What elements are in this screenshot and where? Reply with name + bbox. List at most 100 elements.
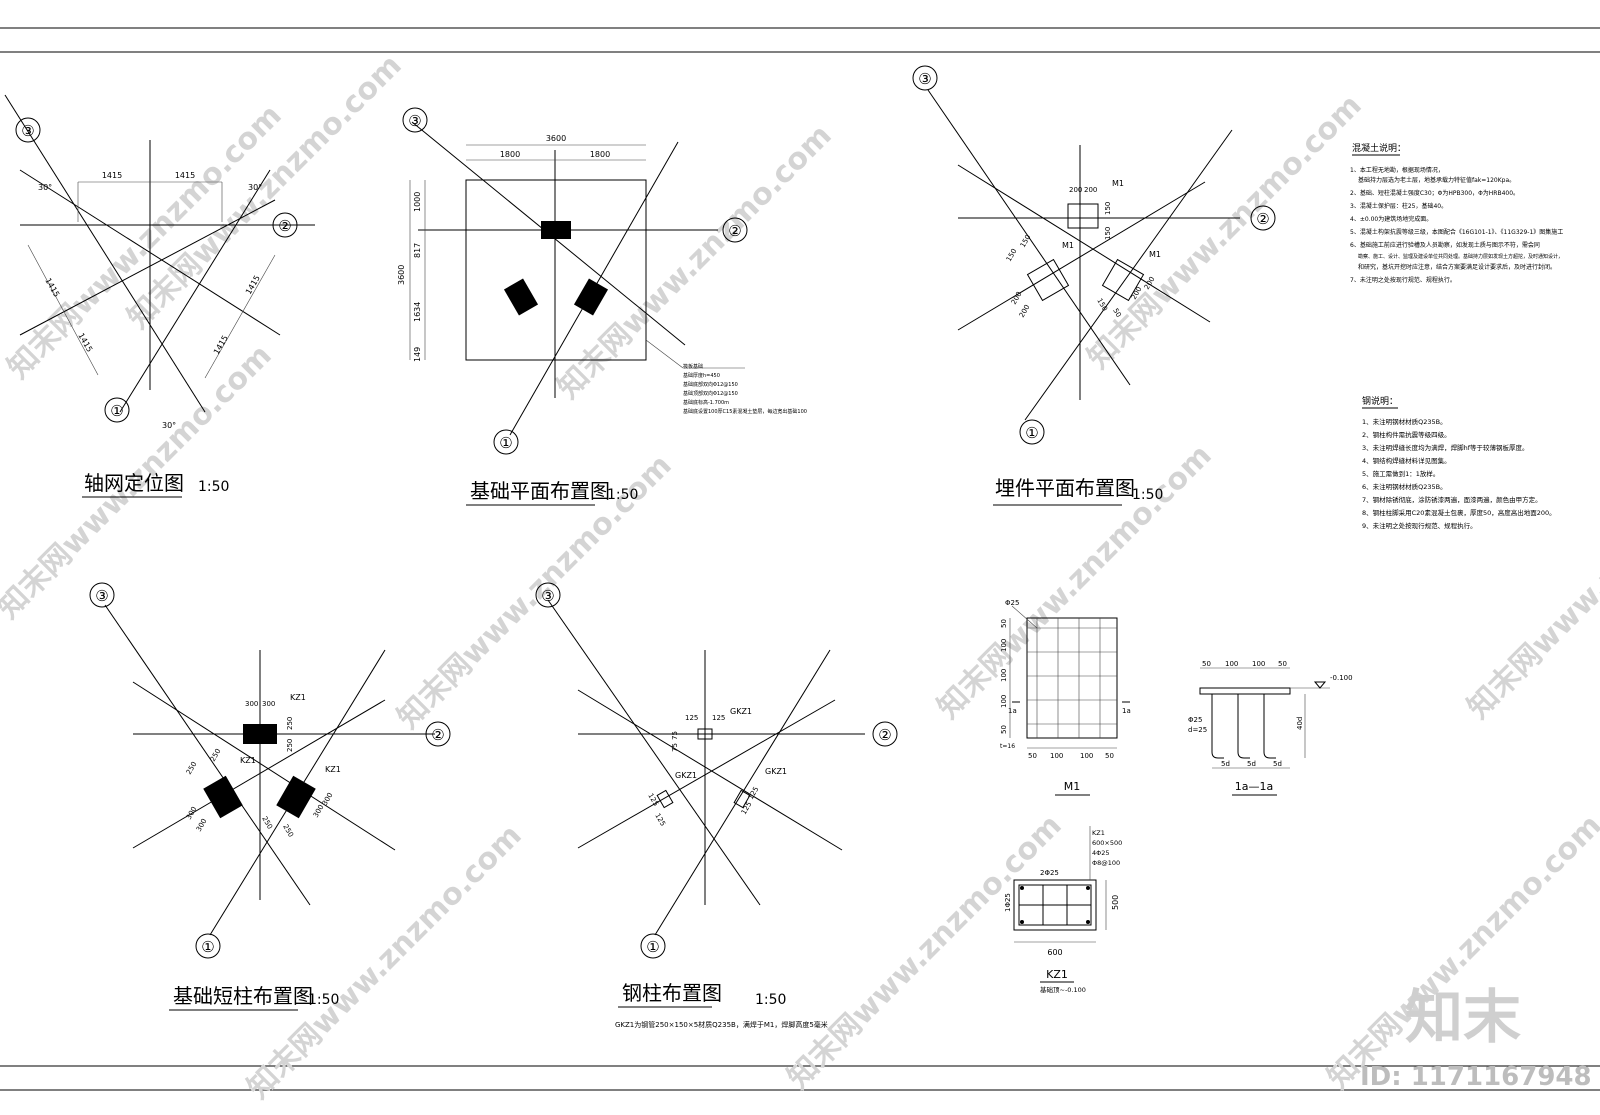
brand-logo: 知末 (1405, 983, 1521, 1051)
svg-text:150: 150 (1104, 227, 1112, 240)
steel-column (697, 728, 713, 740)
m1-title: M1 (1064, 780, 1081, 793)
svg-text:②: ② (431, 726, 444, 744)
svg-text:1415: 1415 (212, 334, 230, 356)
svg-text:②: ② (1256, 210, 1269, 228)
svg-text:1415: 1415 (43, 277, 61, 299)
svg-text:817: 817 (413, 243, 422, 258)
short-column-plan-title: 基础短柱布置图 (173, 984, 313, 1008)
svg-text:基础底部双向Φ12@150: 基础底部双向Φ12@150 (683, 381, 738, 388)
svg-text:100: 100 (1252, 660, 1265, 668)
svg-text:③: ③ (21, 122, 34, 140)
svg-text:100: 100 (1000, 695, 1008, 708)
embed-plan-drawing: ③ ② ① M1 M1 M1 200 200 150 150 150 150 2… (912, 65, 1276, 506)
short-column-plan-drawing: ③ ② ① KZ1 KZ1 KZ1 300 300 250 250 250 25… (89, 582, 451, 1011)
svg-text:50: 50 (1278, 660, 1287, 668)
svg-text:150: 150 (1095, 297, 1109, 313)
svg-text:基础持力层选为老土层，地基承载力特征值fak=120Kpa。: 基础持力层选为老土层，地基承载力特征值fak=120Kpa。 (1358, 176, 1515, 184)
svg-text:1415: 1415 (102, 171, 122, 180)
1a-plate (1199, 687, 1291, 695)
svg-text:6、基础施工前应进行验槽及人员勘察，如发现土质与图示不符，需: 6、基础施工前应进行验槽及人员勘察，如发现土质与图示不符，需会同 (1350, 241, 1540, 249)
svg-text:基础底设置100厚C15素混凝土垫层，每边宽出基础100: 基础底设置100厚C15素混凝土垫层，每边宽出基础100 (683, 408, 807, 415)
svg-text:600: 600 (1047, 948, 1062, 957)
svg-text:M1: M1 (1112, 179, 1124, 188)
steel-column-note: GKZ1为钢管250×150×5材质Q235B，满焊于M1，焊脚高度5毫米 (615, 1020, 828, 1029)
svg-text:和研究，基坑开挖时应注意，结合方案要满足设计要求后，及时进行: 和研究，基坑开挖时应注意，结合方案要满足设计要求后，及时进行封闭。 (1358, 263, 1556, 271)
axis-bubble-3 (535, 582, 561, 608)
svg-text:50: 50 (1028, 752, 1037, 760)
column-block (503, 278, 539, 316)
svg-text:②: ② (878, 726, 891, 744)
detail-kz1: 2Φ25 1Φ25 KZ1 600×500 4Φ25 Φ8@100 600 50… (1004, 826, 1122, 994)
embed-plate (1026, 258, 1070, 302)
axis-bubble-2 (722, 217, 748, 243)
svg-text:GKZ1: GKZ1 (765, 767, 787, 776)
svg-text:基础顶部双向Φ12@150: 基础顶部双向Φ12@150 (683, 390, 738, 397)
axis-bubble-3 (15, 117, 41, 143)
1a-title: 1a—1a (1235, 780, 1273, 793)
svg-text:200: 200 (1018, 303, 1032, 319)
svg-text:125: 125 (685, 714, 698, 722)
svg-text:250: 250 (209, 747, 223, 763)
svg-text:①: ① (499, 434, 512, 452)
svg-text:知末网www.znzmo.com: 知末网www.znzmo.com (551, 118, 839, 406)
svg-text:Φ25: Φ25 (1005, 599, 1019, 607)
axis-bubble-2 (272, 212, 298, 238)
svg-text:1415: 1415 (175, 171, 195, 180)
detail-1a-section: 50 100 100 50 -0.100 40d Φ25 d=25 5d 5d … (1188, 660, 1353, 796)
svg-text:KZ1: KZ1 (290, 693, 306, 702)
column-block (573, 278, 609, 316)
svg-text:1800: 1800 (500, 150, 520, 159)
svg-text:250: 250 (185, 760, 199, 776)
svg-text:200: 200 (1069, 186, 1082, 194)
svg-text:5、施工需做到1：1放样。: 5、施工需做到1：1放样。 (1362, 469, 1439, 478)
m1-plate (1026, 617, 1118, 739)
svg-text:5d: 5d (1273, 760, 1282, 768)
svg-text:125: 125 (653, 812, 667, 828)
svg-text:KZ1: KZ1 (240, 756, 256, 765)
svg-text:知末网www.znzmo.com: 知末网www.znzmo.com (781, 808, 1069, 1096)
svg-text:5d: 5d (1221, 760, 1230, 768)
svg-text:3600: 3600 (546, 134, 566, 143)
svg-text:①: ① (1025, 424, 1038, 442)
svg-text:200: 200 (1010, 290, 1024, 306)
svg-text:①: ① (201, 938, 214, 956)
svg-text:知末网www.znzmo.com: 知末网www.znzmo.com (1081, 88, 1369, 376)
svg-text:1Φ25: 1Φ25 (1004, 893, 1012, 912)
svg-text:125: 125 (740, 800, 754, 816)
svg-text:7、钢材除锈彻底，涂防锈漆两遍，面漆两遍，颜色由甲方定。: 7、钢材除锈彻底，涂防锈漆两遍，面漆两遍，颜色由甲方定。 (1362, 495, 1542, 504)
grid-line-1 (119, 169, 271, 413)
axis-bubble-1 (640, 933, 666, 959)
steel-column-plan-drawing: ③ ② ① GKZ1 GKZ1 GKZ1 125 125 75 75 125 1… (535, 582, 898, 1029)
svg-text:40d: 40d (1296, 717, 1304, 730)
axis-bubble-1 (195, 933, 221, 959)
embed-plate (1067, 203, 1099, 229)
svg-text:100: 100 (1000, 639, 1008, 652)
svg-text:75: 75 (671, 743, 679, 752)
svg-text:②: ② (728, 222, 741, 240)
foundation-notes: 筏板基础 基础厚度h=450 基础底部双向Φ12@150 基础顶部双向Φ12@1… (683, 363, 807, 415)
svg-text:150: 150 (1104, 202, 1112, 215)
svg-text:300: 300 (262, 700, 275, 708)
svg-text:1415: 1415 (76, 332, 94, 354)
svg-text:300: 300 (195, 817, 209, 833)
column-block (203, 775, 243, 819)
svg-text:知末网www.znzmo.com: 知末网www.znzmo.com (1321, 808, 1600, 1096)
axis-bubble-1 (1019, 419, 1045, 445)
axis-bubble-2 (872, 721, 898, 747)
svg-text:100: 100 (1225, 660, 1238, 668)
svg-text:t=16: t=16 (1000, 743, 1015, 750)
svg-text:1:50: 1:50 (755, 992, 786, 1008)
svg-text:①: ① (646, 938, 659, 956)
svg-text:③: ③ (918, 70, 931, 88)
svg-text:50: 50 (1105, 752, 1114, 760)
kz1-section (1013, 879, 1097, 931)
axis-bubble-3 (912, 65, 938, 91)
svg-text:-0.100: -0.100 (1330, 674, 1353, 682)
svg-text:1a: 1a (1122, 707, 1131, 715)
svg-text:2Φ25: 2Φ25 (1040, 869, 1059, 877)
svg-text:M1: M1 (1149, 250, 1161, 259)
svg-text:149: 149 (413, 347, 422, 362)
svg-text:125: 125 (646, 792, 660, 808)
svg-text:③: ③ (95, 587, 108, 605)
